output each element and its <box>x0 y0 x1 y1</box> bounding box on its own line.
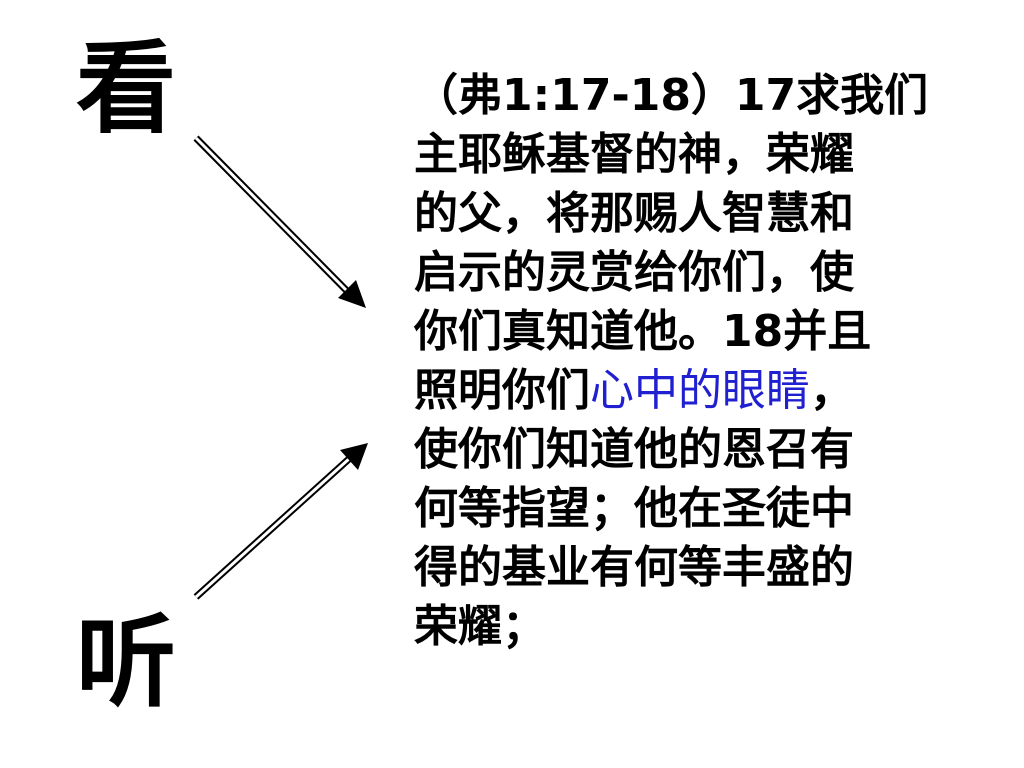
verse-line: （弗1:17-18）17求我们 <box>414 70 929 121</box>
arrow-up-right-icon <box>193 443 368 600</box>
listen-character: 听 <box>76 603 176 721</box>
verse-line-text: ， <box>810 365 854 416</box>
highlighted-phrase: 心中的眼睛 <box>590 365 810 416</box>
verse-line: 得的基业有何等丰盛的 <box>414 542 854 593</box>
verse-line-text: 照明你们 <box>414 365 590 416</box>
verse-line: 照明你们心中的眼睛， <box>414 361 1014 420</box>
verse-line: 启示的灵赏给你们，使 <box>414 247 854 298</box>
verse-text: （弗1:17-18）17求我们 主耶稣基督的神，荣耀 的父，将那赐人智慧和 启示… <box>414 66 1014 656</box>
verse-line: 荣耀； <box>414 601 546 652</box>
verse-line: 何等指望；他在圣徒中 <box>414 483 854 534</box>
arrow-down-right-icon <box>193 135 366 308</box>
verse-line: 你们真知道他。18并且 <box>414 306 872 357</box>
look-character: 看 <box>76 29 176 147</box>
verse-line: 主耶稣基督的神，荣耀 <box>414 129 854 180</box>
verse-line: 使你们知道他的恩召有 <box>414 424 854 475</box>
verse-line: 的父，将那赐人智慧和 <box>414 188 854 239</box>
